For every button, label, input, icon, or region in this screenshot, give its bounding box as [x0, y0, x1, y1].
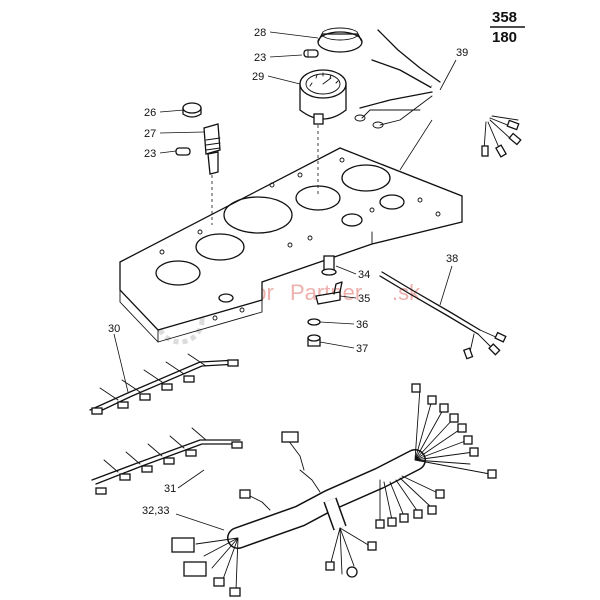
page-number-top: 358 [492, 9, 517, 26]
callout-31: 31 [164, 483, 176, 495]
cable-harness-31 [91, 427, 243, 495]
callout-30: 30 [108, 323, 120, 335]
nut [307, 334, 321, 347]
bulb-upper [303, 49, 319, 58]
callout-26: 26 [144, 107, 156, 119]
gauge-instrument [299, 69, 347, 195]
callout-36: 36 [356, 319, 368, 331]
washer [307, 318, 321, 326]
callout-38: 38 [446, 253, 458, 265]
dashboard-panel [119, 147, 463, 343]
callout-27: 27 [144, 128, 156, 140]
callout-35: 35 [358, 293, 370, 305]
callout-23-lower: 23 [144, 148, 156, 160]
callout-labels: 28 23 29 39 26 27 23 38 34 35 36 37 30 3… [108, 27, 468, 517]
warning-lamp [182, 102, 221, 225]
cable-harness-39 [354, 29, 522, 171]
callout-37: 37 [356, 343, 368, 355]
bulb-lower [175, 147, 191, 156]
callout-32-33: 32,33 [142, 505, 170, 517]
cable-harness-38 [379, 271, 507, 360]
callout-29: 29 [252, 71, 264, 83]
callout-23-upper: 23 [254, 52, 266, 64]
callout-39: 39 [456, 47, 468, 59]
sender-unit [321, 255, 337, 276]
callout-leaders [113, 31, 457, 531]
gauge-bezel [317, 27, 363, 53]
mounting-bracket [315, 281, 343, 305]
callout-34: 34 [358, 269, 370, 281]
cable-harness-30 [89, 353, 239, 415]
page-number-bottom: 180 [492, 29, 517, 46]
main-wiring-harness [171, 383, 497, 597]
callout-28: 28 [254, 27, 266, 39]
page-number: 358 180 [490, 9, 525, 46]
